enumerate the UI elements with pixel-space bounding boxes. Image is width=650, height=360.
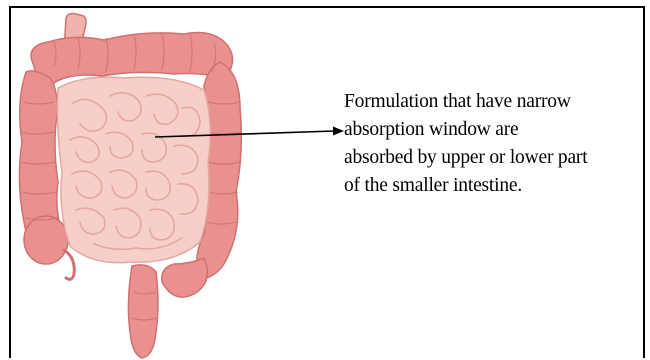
appendix [64, 250, 74, 279]
annotation-line: absorbed by upper or lower part [344, 144, 644, 172]
annotation-line: of the smaller intestine. [344, 172, 644, 200]
small-intestine [58, 77, 211, 263]
intestine-icon [14, 12, 254, 360]
annotation-text: Formulation that have narrow absorption … [344, 88, 644, 200]
annotation-line: Formulation that have narrow [344, 88, 644, 116]
annotation-line: absorption window are [344, 116, 644, 144]
